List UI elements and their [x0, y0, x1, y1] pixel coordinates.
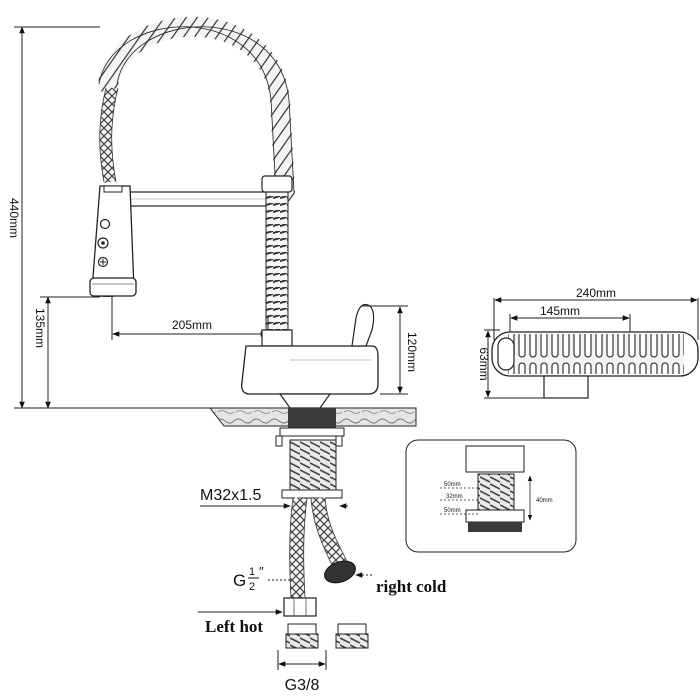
- top-view-coil-label: 145mm: [540, 304, 580, 318]
- body-height-label: 120mm: [405, 332, 419, 372]
- spout-height-label: 135mm: [33, 308, 47, 348]
- faucet-side-view: 205mm 120mm: [89, 16, 419, 409]
- svg-text:1: 1: [249, 566, 255, 578]
- lower-spring: [265, 189, 289, 331]
- spray-button-icon: [99, 218, 111, 230]
- svg-text:2: 2: [249, 581, 255, 593]
- top-view: 240mm 145mm 63mm: [477, 286, 699, 399]
- body-height-dimension: [362, 305, 408, 395]
- handle-lever: [351, 303, 375, 347]
- total-height-label: 440mm: [7, 198, 21, 238]
- hot-hose-label: Left hot: [205, 617, 263, 636]
- spout-reach-label: 205mm: [172, 318, 212, 332]
- detail-bottom-spacing: 50mm: [444, 508, 461, 514]
- svg-text:G: G: [233, 571, 246, 590]
- top-view-length-label: 240mm: [576, 286, 616, 300]
- mounting-shank: [275, 427, 345, 499]
- hose-thread-label: G 1 2 ″: [233, 564, 264, 593]
- height-dimension-lines: [14, 26, 210, 409]
- g38-adapters: [277, 623, 369, 670]
- supply-hoses: [283, 497, 356, 617]
- countertop: [208, 407, 417, 428]
- cold-hose-label: right cold: [376, 577, 447, 596]
- thread-detail-inset: 50mm 32mm 50mm 40mm: [405, 439, 577, 553]
- svg-text:″: ″: [259, 564, 264, 579]
- detail-top-spacing: 50mm: [444, 482, 461, 488]
- faucet-body: [241, 303, 379, 409]
- detail-middle-spacing: 32mm: [446, 494, 463, 500]
- top-view-width-label: 63mm: [477, 347, 491, 380]
- spray-head: [89, 185, 137, 298]
- shank-thread-label: M32x1.5: [200, 487, 261, 504]
- adapter-thread-label: G3/8: [285, 677, 320, 694]
- hot-hose: [289, 497, 307, 599]
- cold-hose: [311, 497, 349, 572]
- detail-total-height: 40mm: [536, 498, 553, 504]
